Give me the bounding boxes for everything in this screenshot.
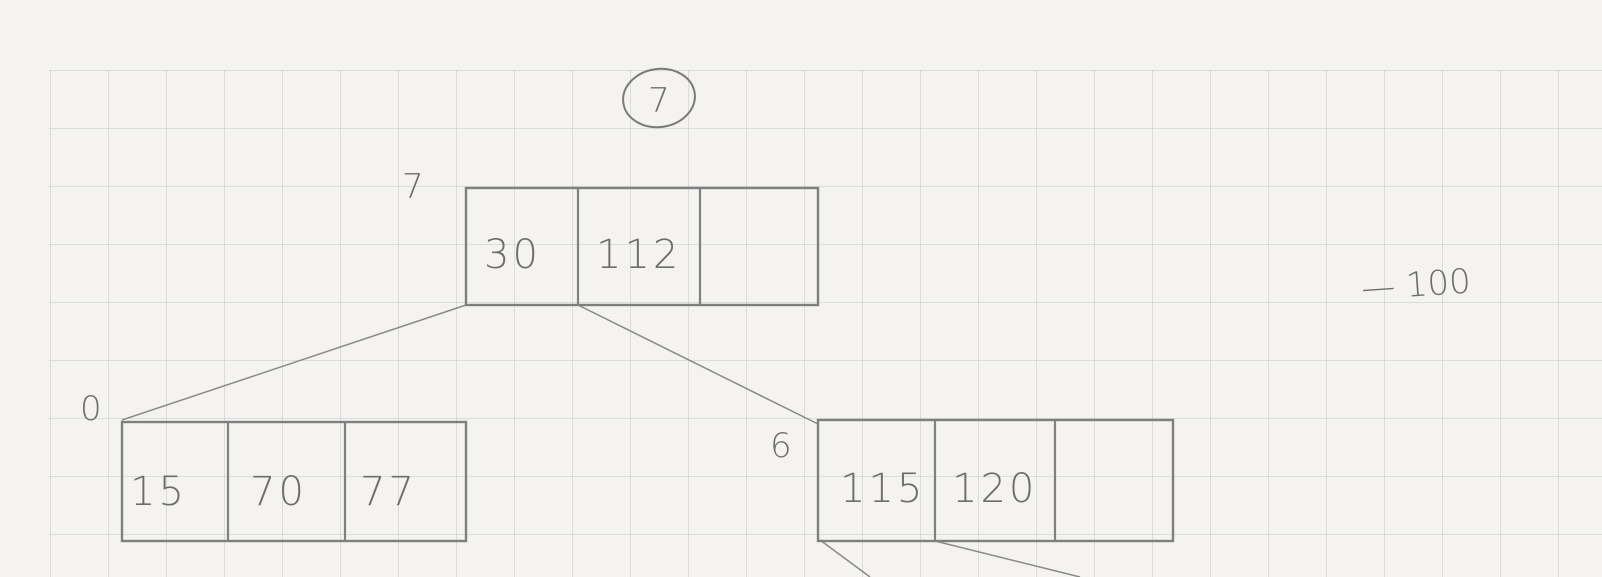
page-number-circle: [622, 67, 696, 129]
edge-right-child-1: [819, 539, 871, 577]
tree-edges: [121, 304, 1081, 577]
left-key-2: 70: [250, 469, 307, 515]
right-key-1: 115: [840, 466, 925, 512]
side-note: — 100: [1360, 261, 1472, 309]
edge-root-right: [577, 304, 819, 425]
page-number-label: 7: [648, 81, 670, 121]
right-key-2: 120: [952, 466, 1037, 512]
left-leaf-label: 0: [80, 389, 102, 429]
root-key-2: 112: [596, 232, 681, 278]
right-leaf-box: [816, 418, 1175, 543]
right-leaf-label: 6: [770, 426, 792, 466]
root-node-label: 7: [402, 167, 424, 207]
left-key-3: 77: [360, 469, 417, 515]
root-key-1: 30: [484, 232, 541, 278]
right-leaf-node: 6 115 120: [770, 418, 1175, 543]
left-leaf-node: 0 15 70 77: [80, 389, 468, 543]
left-leaf-box: [120, 420, 468, 543]
page-number: 7: [622, 67, 696, 129]
left-key-1: 15: [130, 469, 187, 515]
edge-right-child-2: [934, 540, 1081, 577]
edge-root-left: [121, 304, 467, 421]
root-node: 7 30 112: [402, 167, 820, 307]
root-node-box: [464, 186, 820, 307]
